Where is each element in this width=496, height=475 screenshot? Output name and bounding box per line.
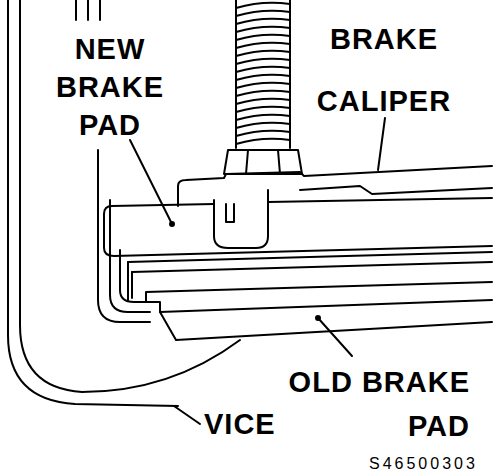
new-pad-backing	[128, 262, 132, 300]
leader-line	[378, 118, 385, 170]
new-pad	[104, 214, 492, 256]
leader-line	[318, 318, 352, 356]
screw-nut	[246, 150, 280, 174]
caliper-clip	[226, 204, 234, 222]
leader-line	[174, 406, 200, 424]
vice-mark	[76, 0, 100, 20]
vice-jaw	[120, 250, 148, 302]
vice-jaw	[98, 150, 150, 322]
leader-dot	[170, 222, 174, 226]
vice-outline	[20, 0, 240, 392]
piston-screw	[236, 0, 290, 148]
part-label: BRAKE CALIPER	[296, 8, 472, 132]
old-pad	[146, 282, 492, 312]
leader-line	[130, 140, 172, 224]
screw-nut	[224, 150, 302, 174]
new-pad-backing	[128, 252, 492, 272]
part-label: NEW BRAKE PAD	[40, 30, 180, 144]
part-label: VICE	[204, 406, 304, 442]
caliper-body	[300, 186, 492, 194]
figure-number: S46500303	[369, 455, 493, 473]
caliper-clip	[214, 190, 268, 248]
leader-dot	[316, 316, 320, 320]
